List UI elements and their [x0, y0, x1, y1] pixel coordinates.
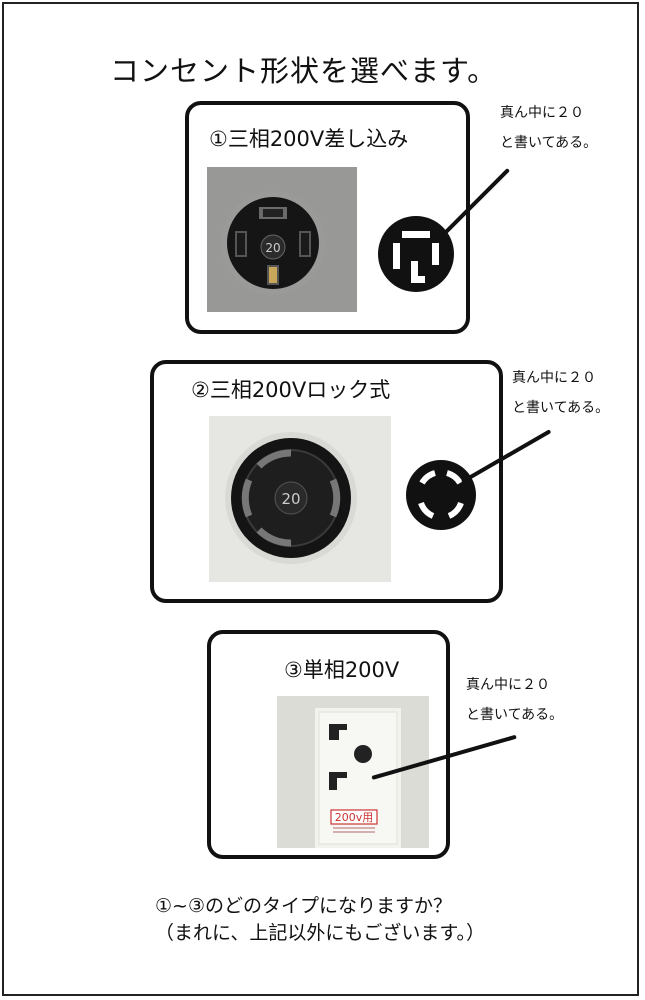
note-3-line1: 真ん中に２０ — [466, 677, 550, 693]
note-3-line2: と書いてある。 — [466, 707, 564, 723]
option-card-2: ②三相200Vロック式 20 — [150, 360, 503, 603]
option-card-3: ③単相200V 200v用 — [207, 630, 450, 859]
note-1-line1: 真ん中に２０ — [500, 105, 584, 121]
note-1-line2: と書いてある。 — [500, 135, 598, 151]
note-1: 真ん中に２０ と書いてある。 — [500, 98, 597, 158]
note-2-line1: 真ん中に２０ — [512, 370, 596, 386]
outlet-photo-1: 20 — [207, 167, 357, 312]
outlet-symbol-2 — [405, 459, 477, 531]
outlet-photo-2: 20 — [209, 416, 391, 582]
option-label-1: ①三相200V差し込み — [209, 127, 409, 151]
photo-marking-3: 200v用 — [335, 811, 374, 824]
option-label-2: ②三相200Vロック式 — [191, 378, 391, 402]
photo-marking-2: 20 — [281, 490, 300, 508]
footer-text: ①~③のどのタイプになりますか？ （まれに、上記以外にもございます。） — [155, 893, 485, 947]
footer-question: ①~③のどのタイプになりますか？ — [155, 895, 452, 917]
outlet-symbol-1 — [377, 215, 455, 293]
note-2: 真ん中に２０ と書いてある。 — [512, 363, 609, 423]
page-title: コンセント形状を選べます。 — [110, 54, 498, 88]
note-2-line2: と書いてある。 — [512, 400, 610, 416]
photo-marking-1: 20 — [265, 241, 280, 255]
note-3: 真ん中に２０ と書いてある。 — [466, 670, 563, 730]
outlet-photo-3: 200v用 — [277, 696, 429, 848]
option-label-3: ③単相200V — [284, 658, 400, 682]
option-card-1: ①三相200V差し込み 20 — [185, 101, 470, 334]
footer-note: （まれに、上記以外にもございます。） — [155, 922, 486, 944]
